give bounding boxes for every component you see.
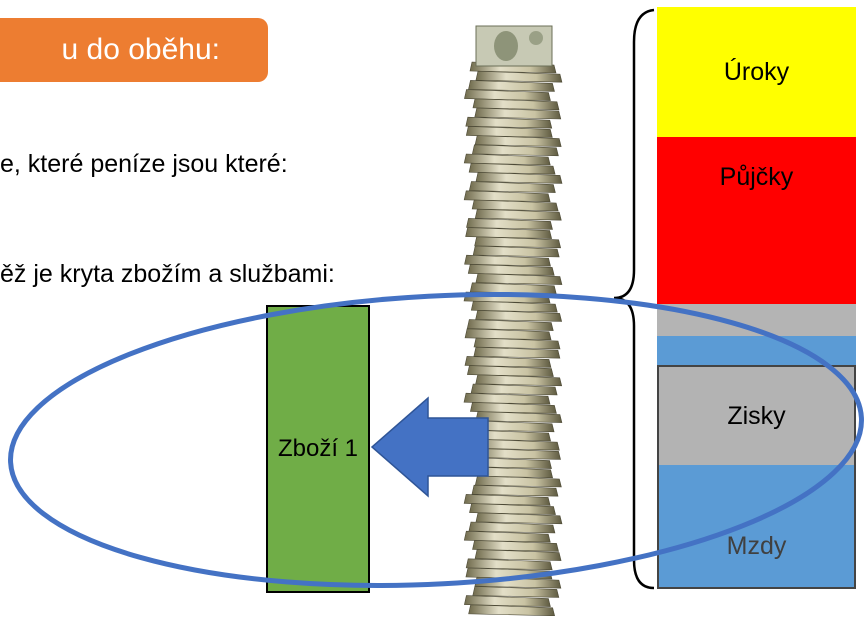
bar-label-profits: Zisky (727, 401, 786, 430)
goods-box: Zboží 1 (266, 305, 370, 593)
banknote-layer (474, 549, 562, 561)
banknote-layer (464, 89, 551, 101)
ellipse-outline (8, 291, 864, 589)
bar-segment-profits: Zisky (657, 365, 856, 465)
banknote-layer (474, 107, 562, 120)
banknote-layer (464, 356, 552, 368)
left-arrow-icon (370, 396, 489, 498)
banknote-layer (463, 392, 551, 405)
bullet-text-2: ěž je kryta zbožím a službami: (0, 260, 335, 288)
banknote-layer (472, 586, 560, 598)
banknote-layer (475, 70, 563, 83)
banknote-layer (474, 208, 562, 221)
banknote-layer (467, 365, 554, 377)
banknote-layer (465, 558, 553, 571)
bullet-text-1: e, které peníze jsou které: (0, 150, 288, 178)
banknote-layer (472, 144, 559, 157)
banknote-layer (463, 530, 551, 543)
banknote-layer (470, 383, 558, 396)
banknote-layer (470, 402, 557, 414)
banknote-layer (465, 126, 553, 138)
banknote-layer (464, 254, 551, 267)
banknote-layer (465, 116, 553, 129)
banknote-layer (466, 218, 553, 230)
goods-label: Zboží 1 (277, 435, 359, 462)
banknote-layer (475, 310, 563, 322)
banknote-layer (473, 337, 561, 350)
banknote-layer (469, 503, 556, 515)
banknote-layer (474, 236, 562, 249)
banknote-layer (468, 80, 555, 92)
banknote-layer (473, 346, 561, 359)
slide-title-box: u do oběhu: (0, 18, 268, 82)
banknote-layer (468, 162, 556, 175)
banknote-layer (463, 494, 551, 506)
banknote-layer (472, 245, 560, 258)
banknote-layer (463, 190, 551, 203)
banknote-layer (475, 273, 563, 285)
banknote-layer (463, 153, 551, 166)
banknote-layer (474, 475, 562, 488)
bar-label-interest: Úroky (723, 57, 790, 86)
banknote-layer (474, 135, 562, 147)
banknote-layer (464, 328, 552, 341)
slide-title: u do oběhu: (61, 33, 220, 66)
bar-segment-interest: Úroky (657, 7, 856, 137)
bar-segment-loans: Půjčky (657, 137, 856, 304)
banknote-layer (468, 604, 555, 616)
banknote-layer (468, 521, 556, 534)
banknote-layer (475, 374, 563, 387)
banknote-layer (466, 319, 554, 331)
bar-segment-wages: Mzdy (657, 465, 856, 589)
banknote-layer (475, 172, 563, 184)
banknote-layer (464, 595, 551, 607)
banknote-layer (470, 300, 558, 313)
banknote-layer (472, 540, 559, 552)
bar-label-wages: Mzdy (726, 531, 787, 560)
curly-brace (613, 8, 655, 590)
banknote-layer (471, 484, 559, 497)
bar-label-loans: Půjčky (719, 163, 794, 191)
banknote-layer (467, 264, 555, 276)
banknote-layer (465, 227, 553, 239)
banknote-layer (471, 199, 559, 212)
banknote-layer (468, 181, 556, 193)
banknote-layer (472, 98, 560, 111)
banknote-layer (475, 512, 563, 525)
